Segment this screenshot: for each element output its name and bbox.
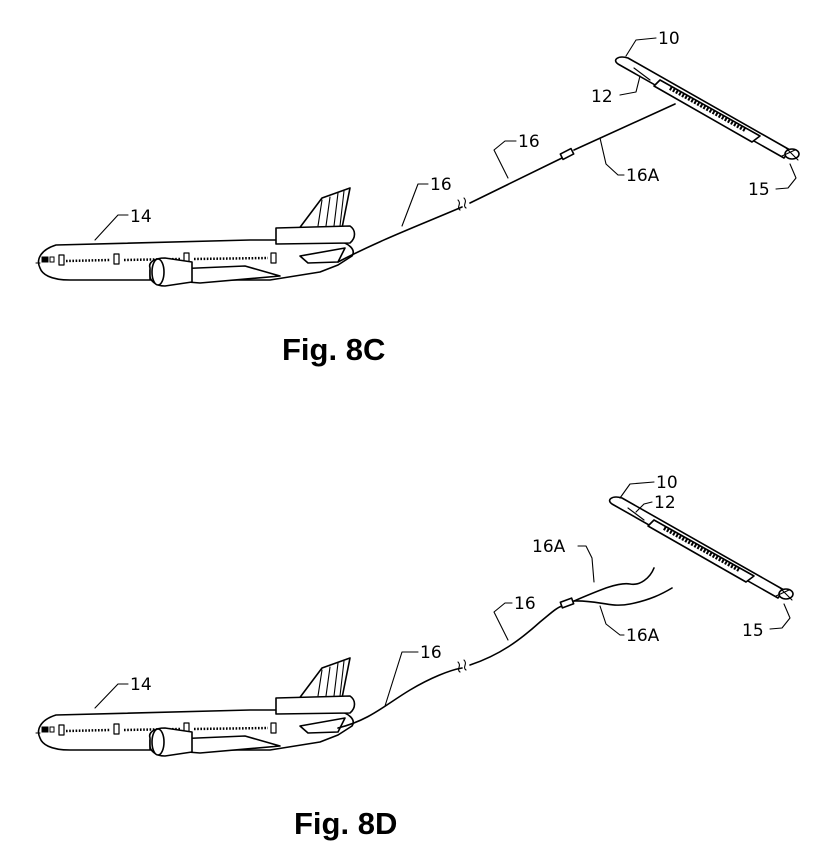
label-16a-upper: 16A: [532, 537, 566, 557]
label-15: 15: [742, 621, 764, 641]
label-14: 14: [130, 675, 152, 695]
hose: [337, 206, 463, 263]
label-16-front: 16: [420, 643, 442, 663]
hose-tail-lower: [573, 587, 673, 606]
label-16a-lower: 16A: [626, 626, 660, 646]
label-12: 12: [591, 87, 613, 107]
figure-8d: 14 16 16 16A 16A 10 12 15 Fig. 8D: [34, 473, 795, 841]
label-10: 10: [656, 473, 678, 493]
label-16-mid: 16: [518, 132, 540, 152]
label-16-front: 16: [430, 175, 452, 195]
hose: [469, 157, 563, 204]
label-15: 15: [748, 180, 770, 200]
figure-8c: 14 16 16 16A 10 12 15 Fig. 8C: [34, 29, 801, 367]
hose-tail: [573, 103, 676, 151]
hose: [337, 667, 463, 729]
label-14: 14: [130, 207, 152, 227]
hose: [469, 605, 563, 666]
figure-caption: Fig. 8C: [282, 332, 385, 367]
tanker-aircraft: [34, 186, 356, 288]
label-10: 10: [658, 29, 680, 49]
tanker-aircraft: [34, 656, 356, 758]
drogue: [613, 55, 801, 162]
hose-tail-upper: [573, 567, 655, 602]
label-16-mid: 16: [514, 594, 536, 614]
figure-caption: Fig. 8D: [294, 806, 397, 841]
label-16a: 16A: [626, 166, 660, 186]
label-12: 12: [654, 493, 676, 513]
